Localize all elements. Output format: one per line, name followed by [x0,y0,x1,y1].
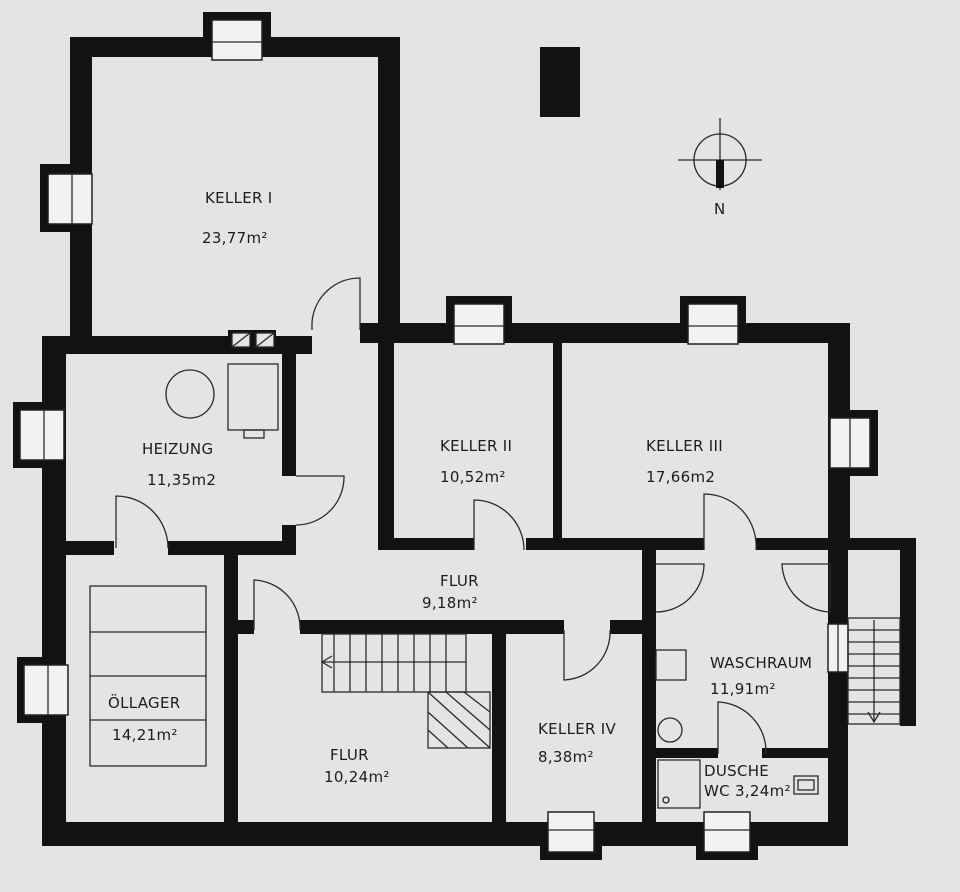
room-name: ÖLLAGER [108,693,181,712]
room-name: WASCHRAUM [710,654,812,672]
room-area: 10,52m² [440,468,506,486]
room-name: DUSCHE [704,762,769,780]
staircase-icon [847,617,901,725]
wc-icon [797,779,815,791]
room-name: HEIZUNG [142,440,213,458]
window [703,811,751,853]
door [563,629,611,681]
staircase-icon [321,633,467,693]
doors [115,277,831,755]
fixtures [89,330,819,809]
wall [282,525,296,555]
windows [13,12,878,860]
door [473,499,525,551]
wall [553,336,562,550]
door [295,475,345,526]
compass-needle-icon [716,160,724,188]
heating-unit-base [243,429,265,439]
compass-north-label: N [714,200,726,218]
wall [526,538,704,550]
wall [378,37,400,337]
window [211,19,263,61]
shower-drain-icon [662,796,670,804]
window [47,173,93,225]
door [311,277,361,330]
door [115,495,169,549]
wall [378,538,474,550]
floor-drain-icon [657,717,683,743]
room-area: 10,24m² [324,768,390,786]
window [687,303,739,345]
wall [42,541,114,555]
door [717,701,767,755]
vent-icon [255,332,275,348]
stair-arrow [867,711,881,724]
room-area: 11,91m² [710,680,776,698]
boiler-icon [165,369,215,419]
wall [642,548,656,843]
stair-step [427,691,491,749]
wall [238,620,254,634]
wall [900,538,916,726]
wall [378,336,394,550]
north-compass: N [678,118,762,218]
door [253,579,301,631]
window [23,664,69,716]
staircase-icon [427,691,491,749]
window [547,811,595,853]
stair-step [445,691,491,731]
room-name: KELLER I [205,189,273,207]
door [703,493,757,551]
room-name: FLUR [330,746,369,764]
wall [756,538,916,550]
room-area: 11,35m2 [147,471,216,489]
door [655,563,705,613]
room-area: 9,18m² [422,594,478,612]
wall [300,620,564,634]
wall [656,748,718,758]
room-area: 14,21m² [112,726,178,744]
wall [224,548,238,843]
window [453,303,505,345]
room-area: 8,38m² [538,748,594,766]
stair-arrow [320,655,333,669]
wall [828,548,848,838]
room-area: WC 3,24m² [704,782,791,800]
room-name: KELLER IV [538,720,617,738]
wc-icon [793,775,819,795]
door [781,563,831,613]
wall [492,630,506,840]
chimney-block [540,47,580,117]
shower-tray-icon [657,759,701,809]
room-name: KELLER III [646,437,723,455]
stairs [320,617,901,749]
room-labels: KELLER I 23,77m² HEIZUNG 11,35m2 KELLER … [108,189,812,800]
wall [762,748,832,758]
stair-step [427,711,469,749]
room-name: KELLER II [440,437,512,455]
room-name: FLUR [440,572,479,590]
wall [360,323,850,343]
stair-step [427,729,449,749]
washing-machine-icon [655,649,687,681]
room-area: 23,77m² [202,229,268,247]
room-area: 17,66m2 [646,468,715,486]
wall [282,336,296,476]
window [19,409,65,461]
stair-step [463,691,491,713]
vent-icon [231,332,251,348]
